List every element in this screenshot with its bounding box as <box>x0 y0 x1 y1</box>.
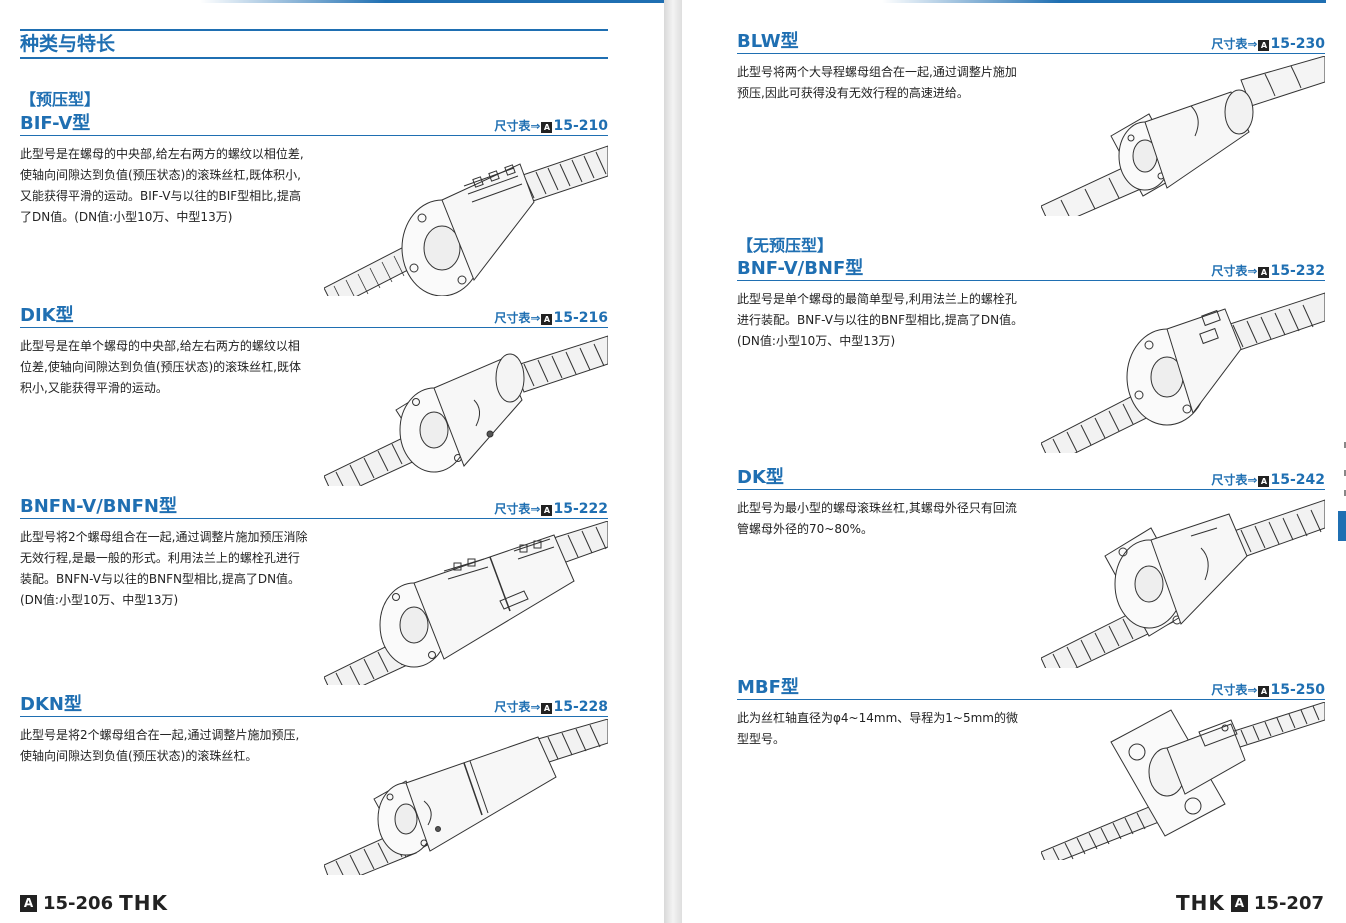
ref-prefix: 尺寸表⇒ <box>1211 37 1258 51</box>
ref-page-number: 15-228 <box>553 699 608 715</box>
thk-logo: THK <box>1176 891 1225 915</box>
ref-page-number: 15-210 <box>553 118 608 134</box>
a-badge-icon: A <box>1258 267 1270 278</box>
a-badge-icon: A <box>1258 686 1270 697</box>
model-description: 此为丝杠轴直径为φ4~14mm、导程为1~5mm的微型型号。 <box>737 711 1018 746</box>
ref-prefix: 尺寸表⇒ <box>494 311 541 325</box>
ref-page-number: 15-216 <box>553 310 608 326</box>
model-name: DIK型 <box>20 305 74 326</box>
a-badge-icon: A <box>20 894 37 912</box>
page-number: 15-207 <box>1253 892 1324 914</box>
ball-screw-illustration <box>324 335 608 486</box>
page-title: 种类与特长 <box>20 29 608 59</box>
ref-page-number: 15-232 <box>1270 263 1325 279</box>
model-description: 此型号是单个螺母的最简单型号,利用法兰上的螺栓孔进行装配。BNF-V与以往的BN… <box>737 292 1024 348</box>
ref-page-number: 15-242 <box>1270 472 1325 488</box>
ref-prefix: 尺寸表⇒ <box>1211 683 1258 697</box>
model-name: MBF型 <box>737 677 799 698</box>
side-index-tab[interactable] <box>1338 511 1346 541</box>
ref-prefix: 尺寸表⇒ <box>1211 264 1258 278</box>
ref-page-number: 15-222 <box>553 501 608 517</box>
a-badge-icon: A <box>541 703 553 714</box>
model-name: DK型 <box>737 467 784 488</box>
model-description: 此型号是在螺母的中央部,给左右两方的螺纹以相位差,使轴向间隙达到负值(预压状态)… <box>20 147 304 224</box>
model-name: BLW型 <box>737 31 799 52</box>
a-badge-icon: A <box>1230 894 1248 912</box>
model-description: 此型号为最小型的螺母滚珠丝杠,其螺母外径只有回流管螺母外径的70~80%。 <box>737 501 1017 536</box>
a-badge-icon: A <box>1258 476 1270 487</box>
ref-prefix: 尺寸表⇒ <box>494 502 541 516</box>
thk-logo: THK <box>119 891 168 915</box>
ref-page-number: 15-250 <box>1270 682 1325 698</box>
category-heading-preload: 【预压型】 <box>20 90 101 109</box>
model-description: 此型号将2个螺母组合在一起,通过调整片施加预压消除无效行程,是最一般的形式。利用… <box>20 530 308 607</box>
page-footer-left: A 15-206 THK <box>20 891 168 915</box>
ball-screw-illustration <box>324 521 608 685</box>
ball-screw-illustration <box>1041 56 1325 216</box>
page-number: 15-206 <box>43 892 114 914</box>
page-footer-right: THK A 15-207 <box>1176 891 1324 915</box>
category-heading-no-preload: 【无预压型】 <box>737 236 834 255</box>
ball-screw-illustration <box>1041 292 1325 453</box>
ref-prefix: 尺寸表⇒ <box>494 119 541 133</box>
page-gutter <box>664 0 682 923</box>
side-index-mark <box>1344 470 1346 476</box>
ball-screw-illustration <box>324 145 608 296</box>
top-accent-bar <box>882 0 1326 3</box>
model-description: 此型号是在单个螺母的中央部,给左右两方的螺纹以相位差,使轴向间隙达到负值(预压状… <box>20 339 301 395</box>
model-name: BIF-V型 <box>20 113 91 134</box>
ref-prefix: 尺寸表⇒ <box>1211 473 1258 487</box>
ball-screw-illustration <box>1041 499 1325 668</box>
a-badge-icon: A <box>541 122 553 133</box>
model-name: BNFN-V/BNFN型 <box>20 496 177 517</box>
side-index-mark <box>1344 442 1346 448</box>
ball-screw-illustration <box>324 719 608 875</box>
ref-prefix: 尺寸表⇒ <box>494 700 541 714</box>
side-index-mark <box>1344 490 1346 496</box>
model-name: BNF-V/BNF型 <box>737 258 864 279</box>
top-accent-bar <box>200 0 664 3</box>
a-badge-icon: A <box>541 314 553 325</box>
model-description: 此型号是将2个螺母组合在一起,通过调整片施加预压,使轴向间隙达到负值(预压状态)… <box>20 728 300 763</box>
ref-page-number: 15-230 <box>1270 36 1325 52</box>
ball-screw-illustration <box>1041 702 1325 860</box>
model-name: DKN型 <box>20 694 82 715</box>
a-badge-icon: A <box>1258 40 1270 51</box>
model-description: 此型号将两个大导程螺母组合在一起,通过调整片施加预压,因此可获得没有无效行程的高… <box>737 65 1017 100</box>
a-badge-icon: A <box>541 505 553 516</box>
